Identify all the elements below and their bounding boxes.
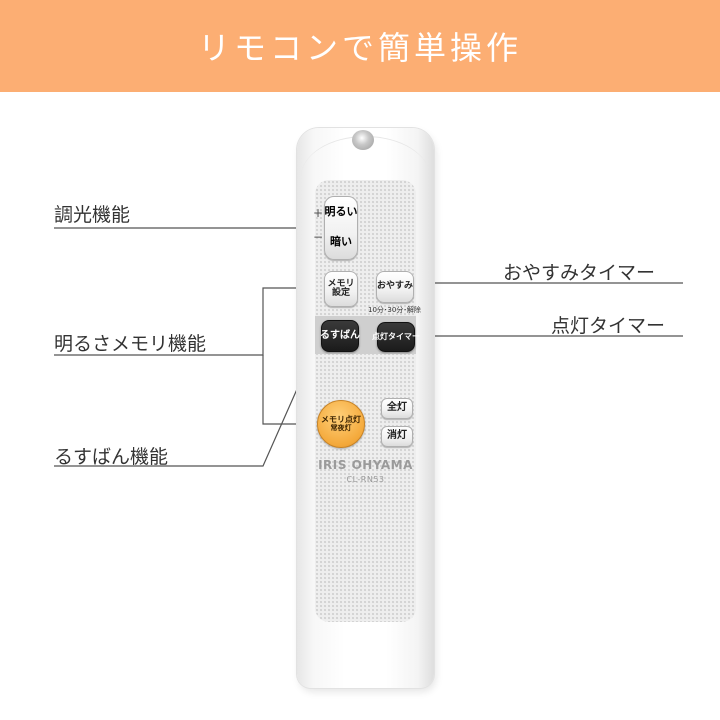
off-button[interactable]: 消灯	[381, 426, 413, 447]
brightness-down-label: 暗い	[330, 235, 352, 249]
brightness-down-button[interactable]: 暗い	[325, 228, 357, 256]
banner-title: リモコンで簡単操作	[197, 29, 522, 67]
callout-memory: 明るさメモリ機能	[54, 333, 207, 355]
memory-set-button[interactable]: メモリ 設定	[324, 271, 358, 307]
rusuban-label: るすばん	[320, 329, 360, 341]
brightness-up-button[interactable]: 明るい	[324, 198, 358, 226]
rusuban-button[interactable]: るすばん	[320, 320, 360, 352]
plus-sign: +	[313, 206, 324, 220]
callout-rusuban: るすばん機能	[54, 446, 169, 468]
all-on-button[interactable]: 全灯	[381, 398, 413, 419]
brightness-rocker	[324, 196, 358, 260]
off-label: 消灯	[387, 430, 407, 442]
memory-light-label-2: 常夜灯	[330, 423, 352, 432]
callout-light-timer: 点灯タイマー	[551, 315, 666, 337]
light-timer-label: 点灯タイマー	[372, 331, 420, 341]
ir-emitter-icon	[352, 130, 374, 150]
remote-control: + − 明るい 暗い メモリ 設定 おやすみ 10分･30分･解除 るすばん 点…	[297, 128, 434, 688]
memory-light-label-1: メモリ点灯	[321, 415, 361, 425]
model-number: CL-RN53	[346, 475, 385, 484]
memory-set-label-1: メモリ	[327, 278, 355, 289]
memory-set-label-2: 設定	[331, 288, 350, 298]
callout-dimming: 調光機能	[54, 204, 131, 226]
memory-light-button[interactable]: メモリ点灯 常夜灯	[317, 400, 365, 448]
all-on-label: 全灯	[387, 402, 407, 414]
brightness-up-label: 明るい	[324, 205, 358, 219]
sleep-timer-label: おやすみ	[377, 281, 414, 292]
header-banner: リモコンで簡単操作	[0, 0, 720, 92]
light-timer-button[interactable]: 点灯タイマー	[372, 322, 420, 352]
sleep-timer-note: 10分･30分･解除	[368, 306, 421, 314]
minus-sign: −	[313, 230, 324, 244]
sleep-timer-button[interactable]: おやすみ	[376, 271, 414, 303]
brand-logo: IRIS OHYAMA	[318, 458, 413, 472]
callout-sleep-timer: おやすみタイマー	[503, 262, 656, 284]
